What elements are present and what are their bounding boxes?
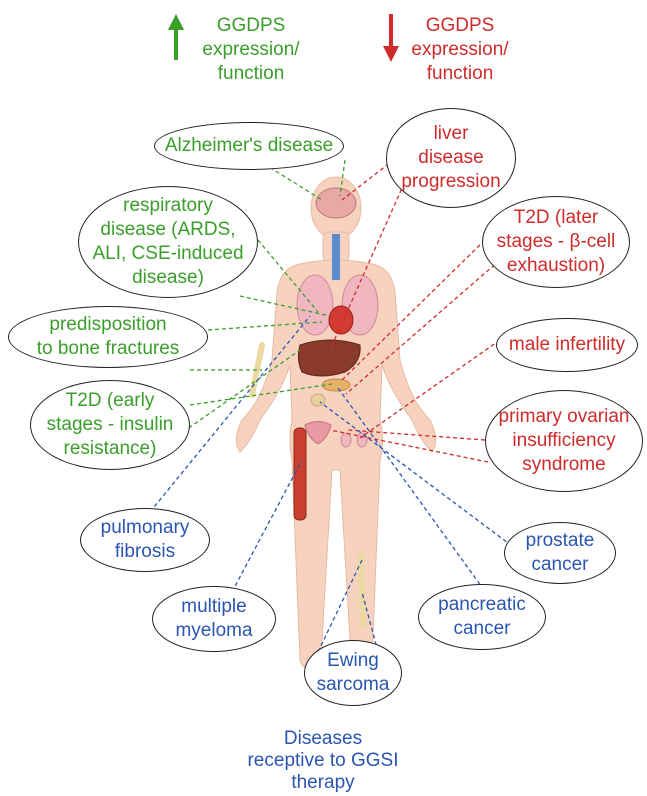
testis-icon <box>341 433 351 447</box>
oval-ovarian: primary ovarian insufficiency syndrome <box>485 390 643 492</box>
alzheimers-label: Alzheimer's disease <box>165 134 333 158</box>
t2d-early-line3: resistance) <box>47 437 174 461</box>
oval-t2d-late: T2D (later stages - β-cell exhaustion) <box>482 196 630 288</box>
bone-line1: predisposition <box>37 313 180 337</box>
oval-ewing-sarcoma: Ewing sarcoma <box>304 640 402 706</box>
prostate-icon <box>311 394 325 406</box>
respiratory-line1: respiratory <box>92 194 243 218</box>
oval-multiple-myeloma: multiple myeloma <box>152 586 276 652</box>
t2d-late-line3: exhaustion) <box>497 254 616 278</box>
footer-ggsi-label: Diseases receptive to GGSI therapy <box>238 728 408 794</box>
t2d-late-line2: stages - β-cell <box>497 230 616 254</box>
ewing-line2: sarcoma <box>317 673 390 697</box>
respiratory-line3: ALI, CSE-induced <box>92 242 243 266</box>
prostate-line1: prostate <box>526 529 595 553</box>
up-arrow-icon <box>168 14 184 60</box>
pulmonary-line2: fibrosis <box>101 540 190 564</box>
header-increased-line2: expression/ <box>196 38 306 62</box>
pancreatic-line1: pancreatic <box>438 593 526 617</box>
header-increased-label: GGDPS expression/ function <box>196 14 306 86</box>
header-decreased-line2: expression/ <box>405 38 515 62</box>
footer-line3: therapy <box>238 772 408 794</box>
header-increased-line1: GGDPS <box>196 14 306 38</box>
respiratory-line4: disease) <box>92 266 243 290</box>
oval-alzheimers: Alzheimer's disease <box>154 122 344 170</box>
pancreatic-line2: cancer <box>438 617 526 641</box>
myeloma-line2: myeloma <box>175 619 252 643</box>
brain-icon <box>316 188 356 218</box>
ovarian-line1: primary ovarian <box>499 405 630 429</box>
oval-t2d-early: T2D (early stages - insulin resistance) <box>30 380 190 470</box>
liver-line1: liver <box>401 122 500 146</box>
myeloma-line1: multiple <box>175 595 252 619</box>
liver-line3: progression <box>401 170 500 194</box>
ovarian-line3: syndrome <box>499 453 630 477</box>
respiratory-line2: disease (ARDS, <box>92 218 243 242</box>
femur-marrow-icon <box>294 428 306 520</box>
ewing-line1: Ewing <box>317 649 390 673</box>
liver-line2: disease <box>401 146 500 170</box>
oval-pancreatic-cancer: pancreatic cancer <box>418 584 546 650</box>
ovarian-line2: insufficiency <box>499 429 630 453</box>
heart-icon <box>329 306 353 334</box>
male-infertility-label: male infertility <box>509 333 625 357</box>
t2d-early-line2: stages - insulin <box>47 413 174 437</box>
trachea-icon <box>332 234 340 280</box>
oval-respiratory: respiratory disease (ARDS, ALI, CSE-indu… <box>78 186 258 298</box>
header-decreased-label: GGDPS expression/ function <box>405 14 515 86</box>
t2d-late-line1: T2D (later <box>497 206 616 230</box>
pulmonary-line1: pulmonary <box>101 516 190 540</box>
t2d-early-line1: T2D (early <box>47 389 174 413</box>
oval-male-infertility: male infertility <box>496 318 638 372</box>
header-increased-line3: function <box>196 62 306 86</box>
testis-icon <box>357 433 367 447</box>
bone-line2: to bone fractures <box>37 337 180 361</box>
header-decreased-line1: GGDPS <box>405 14 515 38</box>
header-decreased-line3: function <box>405 62 515 86</box>
pancreas-icon <box>322 379 350 391</box>
oval-liver: liver disease progression <box>386 108 516 208</box>
footer-line1: Diseases <box>238 728 408 750</box>
tibia-bone-icon <box>361 555 363 625</box>
oval-prostate-cancer: prostate cancer <box>504 522 616 584</box>
oval-pulmonary-fibrosis: pulmonary fibrosis <box>80 508 210 572</box>
footer-line2: receptive to GGSI <box>238 750 408 772</box>
down-arrow-icon <box>383 14 399 62</box>
prostate-line2: cancer <box>526 553 595 577</box>
oval-bone-fractures: predisposition to bone fractures <box>8 306 208 368</box>
